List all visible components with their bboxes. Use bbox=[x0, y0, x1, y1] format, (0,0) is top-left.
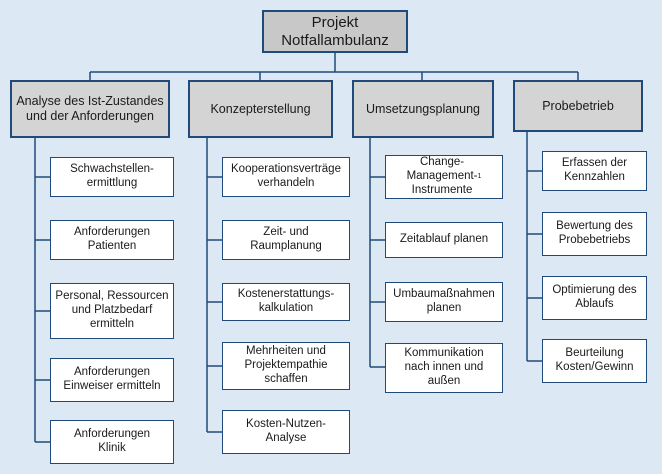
root-node: Projekt Notfallambulanz bbox=[262, 10, 408, 53]
item-anforderungen-einweiser: Anforderungen Einweiser ermitteln bbox=[50, 358, 174, 402]
item-kosten-nutzen: Kosten-Nutzen- Analyse bbox=[222, 410, 350, 454]
item-erfassen-kennzahlen: Erfassen der Kennzahlen bbox=[542, 151, 647, 191]
item-zeit-raumplanung: Zeit- und Raumplanung bbox=[222, 220, 350, 260]
item-kostenerstattung: Kostenerstattungs- kalkulation bbox=[222, 283, 350, 321]
item-schwachstellenermittlung: Schwachstellen- ermittlung bbox=[50, 157, 174, 197]
item-umbaumassnahmen: Umbaumaßnahmen planen bbox=[385, 282, 503, 322]
item-anforderungen-klinik: Anforderungen Klinik bbox=[50, 420, 174, 464]
footnote-marker: 1 bbox=[477, 172, 482, 180]
item-mehrheiten: Mehrheiten und Projektempathie schaffen bbox=[222, 342, 350, 390]
heading-probebetrieb: Probebetrieb bbox=[513, 80, 643, 132]
heading-analyse: Analyse des Ist-Zustandes und der Anford… bbox=[10, 80, 170, 138]
item-kooperationsvertraege: Kooperationsverträge verhandeln bbox=[222, 157, 350, 197]
item-optimierung-ablauf: Optimierung des Ablaufs bbox=[542, 276, 647, 320]
item-zeitablauf: Zeitablauf planen bbox=[385, 222, 503, 258]
item-change-management-label: Change- Management- Instrumente bbox=[406, 156, 478, 196]
item-personal-ressourcen: Personal, Ressourcen und Platzbedarf erm… bbox=[50, 283, 174, 339]
heading-konzepterstellung: Konzepterstellung bbox=[188, 80, 333, 138]
item-bewertung-probebetrieb: Bewertung des Probebetriebs bbox=[542, 212, 647, 256]
item-beurteilung-kosten: Beurteilung Kosten/Gewinn bbox=[542, 339, 647, 383]
heading-umsetzungsplanung: Umsetzungsplanung bbox=[352, 80, 494, 138]
item-kommunikation: Kommunikation nach innen und außen bbox=[385, 343, 503, 393]
item-anforderungen-patienten: Anforderungen Patienten bbox=[50, 220, 174, 260]
